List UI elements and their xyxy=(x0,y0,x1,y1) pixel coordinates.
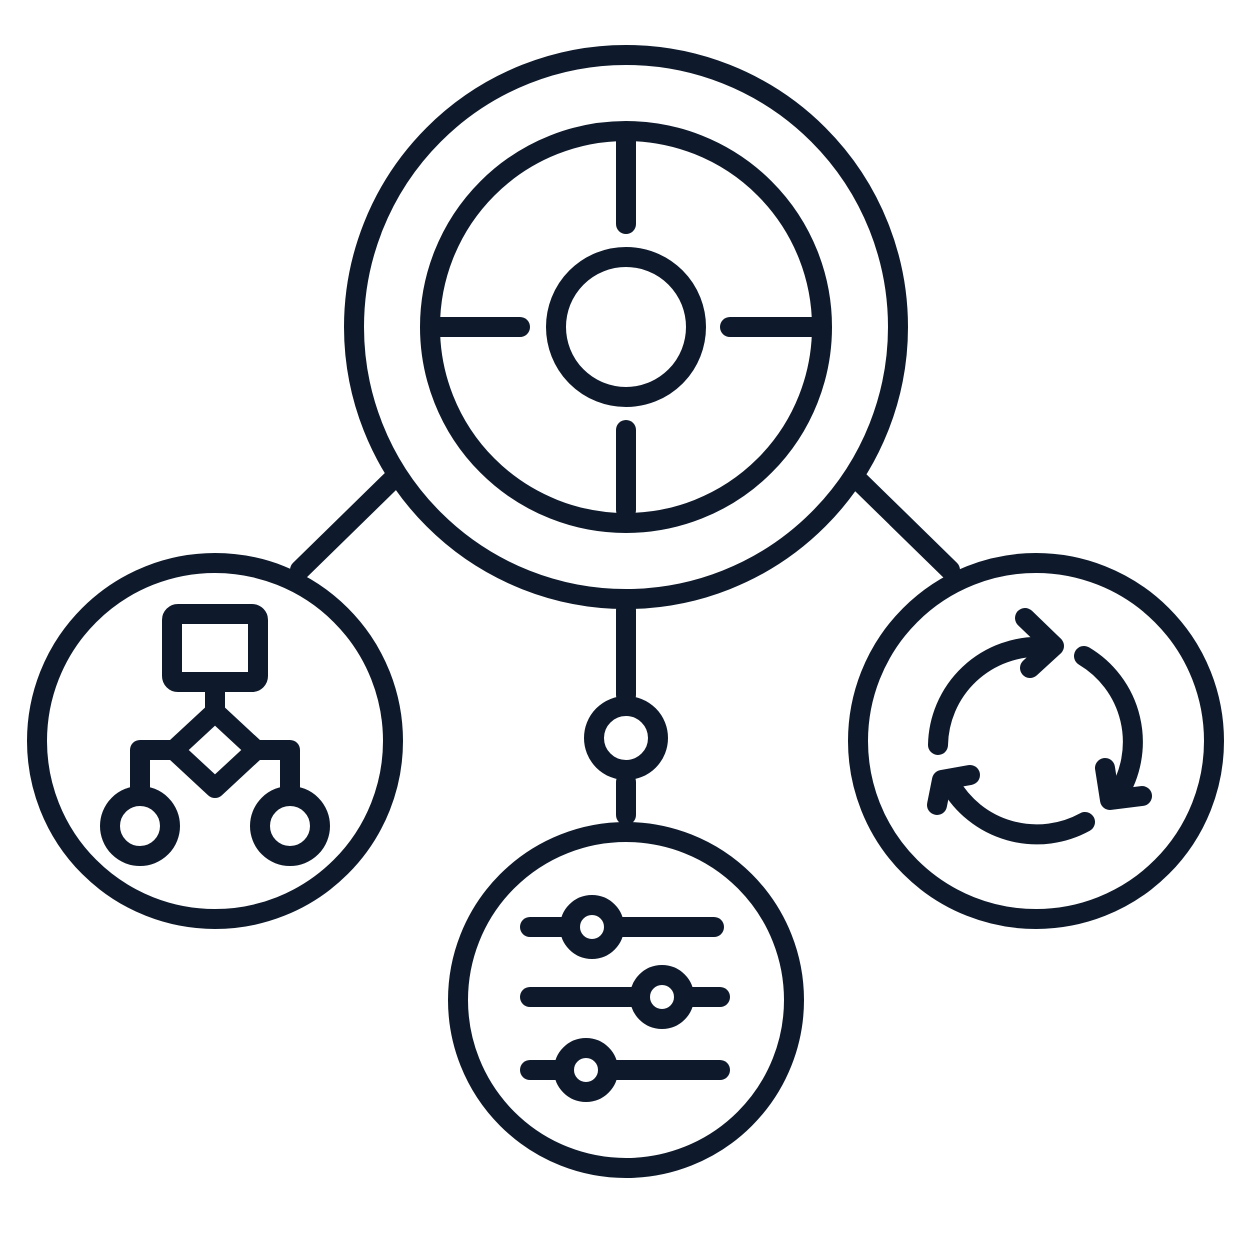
node-left xyxy=(27,553,403,929)
connector-hub-to-right xyxy=(848,470,960,580)
node-bottom xyxy=(448,822,804,1178)
cycle-arc-bottom xyxy=(940,774,1095,845)
flowchart-process-box xyxy=(162,604,268,692)
connector-hub-to-left xyxy=(290,470,402,580)
cycle-arc-top xyxy=(928,636,1052,755)
flowchart-icon xyxy=(100,604,330,866)
hub-outer-ring xyxy=(344,45,908,609)
cycle-arrowhead-right xyxy=(1095,758,1152,810)
refresh-cycle-icon xyxy=(927,608,1152,845)
flowchart-decision-diamond xyxy=(164,702,266,798)
flowchart-branch-left xyxy=(130,740,184,800)
hub-node xyxy=(344,45,908,609)
flowchart-terminal-right xyxy=(250,786,330,866)
slider-knob-1 xyxy=(560,895,624,959)
node-bottom-ring xyxy=(448,822,804,1178)
cycle-arc-right xyxy=(1074,646,1143,806)
cycle-arrowhead-bottom xyxy=(927,765,980,815)
node-right xyxy=(848,553,1224,929)
connector-junction-node xyxy=(584,696,668,780)
cycle-arrowhead-top xyxy=(1015,608,1064,678)
connectors xyxy=(290,470,960,825)
target-center xyxy=(546,247,706,407)
flowchart-branch-right xyxy=(246,740,300,800)
flowchart-terminal-left xyxy=(100,786,180,866)
sliders-icon xyxy=(520,895,730,1102)
slider-knob-2 xyxy=(630,965,694,1029)
crosshair-target-icon xyxy=(420,121,832,533)
node-left-ring xyxy=(27,553,403,929)
slider-knob-3 xyxy=(554,1038,618,1102)
node-right-ring xyxy=(848,553,1224,929)
